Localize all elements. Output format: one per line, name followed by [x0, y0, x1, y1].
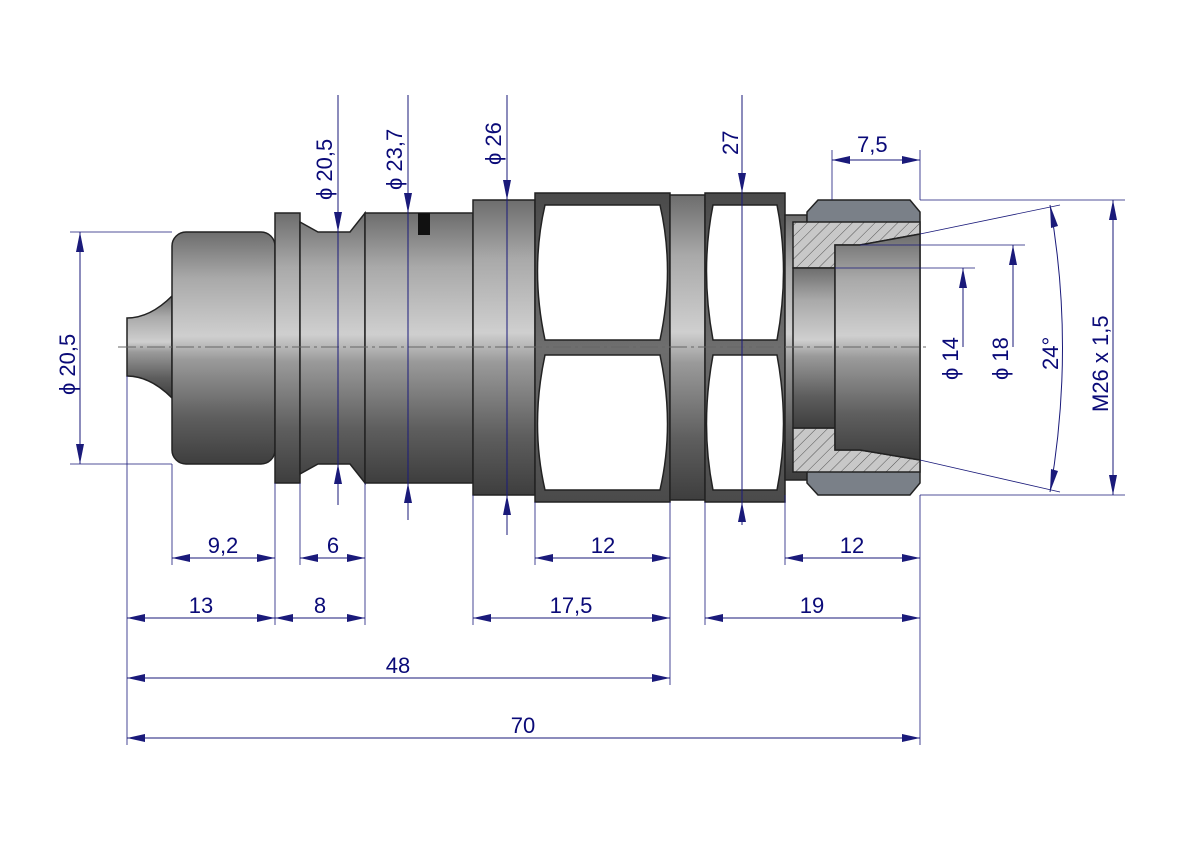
dim-70: 70 — [511, 713, 535, 738]
dim-19: 19 — [800, 593, 824, 618]
extension-lines — [70, 150, 1125, 745]
dim-48: 48 — [386, 653, 410, 678]
dim-6: 6 — [327, 533, 339, 558]
length-dimensions: 9,2 6 12 12 13 8 17,5 19 48 70 — [127, 533, 920, 742]
groove — [299, 210, 366, 486]
dim-hex-size: 27 — [718, 131, 743, 155]
dim-12-hex: 12 — [591, 533, 615, 558]
body — [364, 212, 474, 484]
dim-13: 13 — [189, 593, 213, 618]
dim-bore-large: ϕ 18 — [988, 337, 1013, 380]
dim-thread: M26 x 1,5 — [1088, 315, 1113, 412]
dim-nose-diameter: ϕ 20,5 — [55, 334, 80, 395]
nose-body — [171, 231, 276, 465]
dim-17-5: 17,5 — [550, 593, 593, 618]
dim-groove-diameter: ϕ 20,5 — [312, 139, 337, 200]
dim-nut-width: 7,5 — [857, 132, 888, 157]
dim-collar-diameter: ϕ 26 — [481, 122, 506, 165]
dim-body-diameter: ϕ 23,7 — [382, 129, 407, 190]
dim-9-2: 9,2 — [208, 533, 239, 558]
dim-8: 8 — [314, 593, 326, 618]
bore — [792, 267, 836, 429]
diameter-dimensions: ϕ 20,5 ϕ 20,5 ϕ 23,7 ϕ 26 27 ϕ 14 ϕ 18 2… — [55, 95, 1117, 535]
dim-bore-small: ϕ 14 — [938, 337, 963, 380]
coupling-part — [118, 192, 930, 503]
collar — [274, 212, 301, 484]
dim-12-nut: 12 — [840, 533, 864, 558]
dim-cone-angle: 24° — [1038, 337, 1063, 370]
marking — [418, 213, 430, 235]
